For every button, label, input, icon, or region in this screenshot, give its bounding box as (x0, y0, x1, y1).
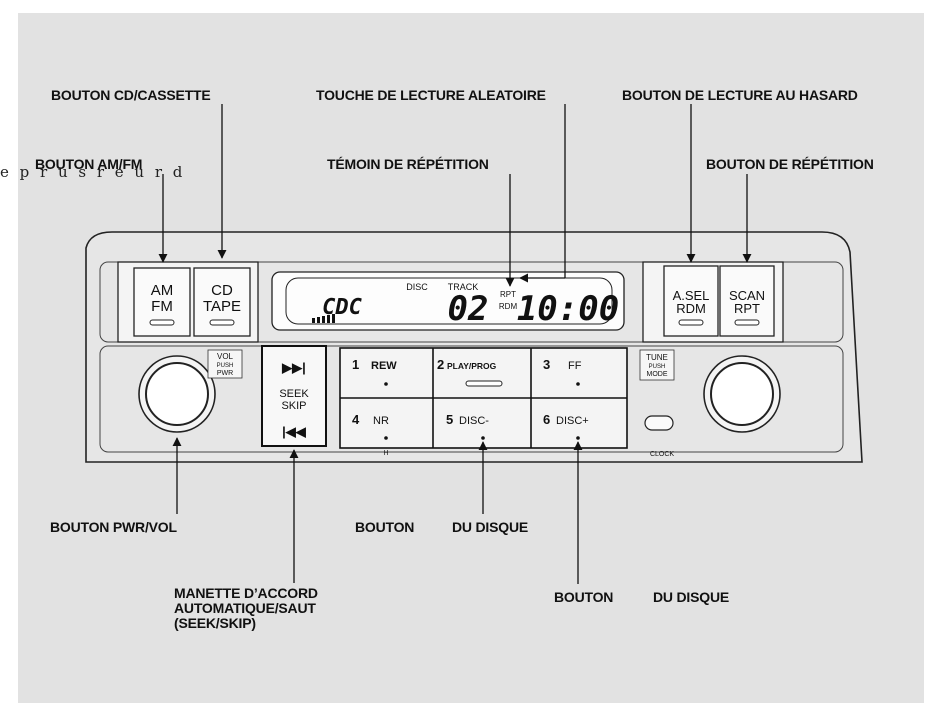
callout-pwr-vol-button: BOUTON PWR/VOL (50, 519, 177, 535)
callout-seek-skip: MANETTE D’ACCORD AUTOMATIQUE/SAUT (SEEK/… (174, 586, 414, 631)
callout-cd-cassette-button: BOUTON CD/CASSETTE (51, 87, 211, 103)
callout-du-disque-left: DU DISQUE (452, 519, 528, 535)
callout-seek-skip-line2: AUTOMATIQUE/SAUT (174, 600, 316, 616)
callout-random-play-button: BOUTON DE LECTURE AU HASARD (622, 87, 858, 103)
callout-repeat-indicator: TÉMOIN DE RÉPÉTITION (327, 156, 489, 172)
callout-du-disque-right: DU DISQUE (653, 589, 729, 605)
callout-random-play-key: TOUCHE DE LECTURE ALEATOIRE (316, 87, 546, 103)
callout-seek-skip-line3: (SEEK/SKIP) (174, 615, 256, 631)
callout-bouton-right: BOUTON (554, 589, 614, 605)
stray-text: e p r u s r e u r d (0, 163, 186, 181)
callout-repeat-button: BOUTON DE RÉPÉTITION (706, 156, 874, 172)
callout-seek-skip-line1: MANETTE D’ACCORD (174, 585, 318, 601)
callout-bouton-left: BOUTON (355, 519, 415, 535)
callout-am-fm-button: BOUTON AM/FM (35, 156, 143, 172)
illustration-background (18, 13, 924, 703)
